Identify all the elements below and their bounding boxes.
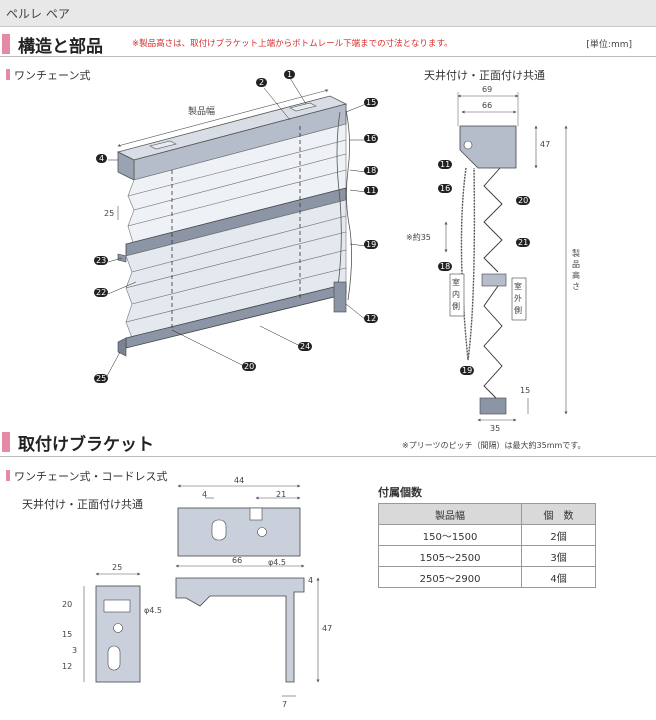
sub-heading-common: 天井付け・正面付け共通 bbox=[424, 69, 545, 82]
bottom-rail-section bbox=[479, 397, 507, 415]
dim-12: 12 bbox=[62, 662, 73, 671]
callout-24: 24 bbox=[298, 342, 313, 351]
callout-15: 15 bbox=[364, 98, 379, 107]
callout-11: 11 bbox=[364, 186, 379, 195]
dim-15: 15 bbox=[520, 386, 531, 395]
table-cell: 3個 bbox=[521, 545, 596, 567]
label-outdoor: 室外側 bbox=[514, 282, 522, 315]
table-cell: 2505〜2900 bbox=[377, 566, 523, 588]
section-bracket-title: 取付けブラケット bbox=[18, 435, 154, 455]
divider-2 bbox=[0, 456, 656, 457]
label-common: 天井付け・正面付け共通 bbox=[22, 498, 143, 511]
callout-side-21: 21 bbox=[516, 238, 531, 247]
callout-16: 16 bbox=[364, 134, 379, 143]
dim-69: 69 bbox=[482, 85, 493, 94]
callout-25: 25 bbox=[94, 374, 109, 383]
sub-heading-one-chain: ワンチェーン式 bbox=[6, 67, 90, 82]
side-section-drawing bbox=[444, 92, 568, 422]
callout-4: 4 bbox=[96, 154, 108, 163]
height-note: ※製品高さは、取付けブラケット上端からボトムレール下端までの寸法となります。 bbox=[132, 39, 453, 49]
table-header-width: 製品幅 bbox=[377, 503, 523, 525]
table-cell: 150〜1500 bbox=[377, 524, 523, 546]
table-cell: 4個 bbox=[521, 566, 596, 588]
label-pitch-25: 25 bbox=[104, 209, 115, 218]
sub-heading-bracket: ワンチェーン式・コードレス式 bbox=[6, 468, 167, 483]
callout-side-20: 20 bbox=[516, 196, 531, 205]
callout-18: 18 bbox=[364, 166, 379, 175]
table-header-row: 製品幅 個 数 bbox=[377, 503, 596, 525]
unit-label: [単位:mm] bbox=[586, 40, 632, 50]
dim-47-bracket: 47 bbox=[322, 624, 333, 633]
callout-12: 12 bbox=[364, 314, 379, 323]
dim-21: 21 bbox=[276, 490, 287, 499]
dim-3: 3 bbox=[72, 646, 78, 655]
dim-66-bracket: 66 bbox=[232, 556, 243, 565]
dim-25: 25 bbox=[112, 563, 123, 572]
page-title: ペルレ ペア bbox=[6, 7, 70, 21]
dim-20: 20 bbox=[62, 600, 73, 609]
callout-23: 23 bbox=[94, 256, 109, 265]
dim-7: 7 bbox=[282, 700, 288, 709]
label-product-height: 製品高さ bbox=[572, 249, 580, 291]
dim-47: 47 bbox=[540, 140, 551, 149]
callout-side-16: 16 bbox=[438, 184, 453, 193]
operating-chain bbox=[335, 109, 352, 301]
chain-weight bbox=[333, 281, 347, 313]
accessory-table: 製品幅 個 数 150〜1500 2個 1505〜2500 3個 2505〜29… bbox=[377, 503, 596, 588]
table-row: 2505〜2900 4個 bbox=[377, 566, 596, 588]
dim-15-bracket: 15 bbox=[62, 630, 73, 639]
dim-4-side: 4 bbox=[308, 576, 314, 585]
divider bbox=[0, 56, 656, 57]
callout-2: 2 bbox=[256, 78, 268, 87]
callout-1: 1 bbox=[284, 70, 296, 79]
dim-66: 66 bbox=[482, 101, 493, 110]
label-product-width: 製品幅 bbox=[188, 107, 216, 117]
callout-22: 22 bbox=[94, 288, 109, 297]
bracket-drawings bbox=[83, 484, 320, 697]
accessory-title: 付属個数 bbox=[378, 486, 422, 499]
table-header-count: 個 数 bbox=[521, 503, 596, 525]
lower-pleats bbox=[125, 199, 347, 339]
callout-side-19: 19 bbox=[460, 366, 475, 375]
table-row: 1505〜2500 3個 bbox=[377, 545, 596, 567]
label-indoor: 室内側 bbox=[452, 278, 460, 311]
callout-20: 20 bbox=[242, 362, 257, 371]
callout-side-18: 18 bbox=[438, 262, 453, 271]
dim-phi45-top: φ4.5 bbox=[268, 558, 286, 567]
dim-4: 4 bbox=[202, 490, 208, 499]
top-bar: ペルレ ペア bbox=[0, 0, 656, 27]
middle-rail-section bbox=[481, 273, 507, 287]
callout-19: 19 bbox=[364, 240, 379, 249]
dim-35: 35 bbox=[490, 424, 501, 433]
section-structure-title: 構造と部品 bbox=[18, 37, 103, 57]
table-cell: 2個 bbox=[521, 524, 596, 546]
pitch-note: ※プリーツのピッチ（間隔）は最大約35mmです。 bbox=[402, 441, 586, 450]
heading-accent-bar-2 bbox=[2, 432, 10, 452]
dim-phi45-front: φ4.5 bbox=[144, 606, 162, 615]
table-row: 150〜1500 2個 bbox=[377, 524, 596, 546]
table-cell: 1505〜2500 bbox=[377, 545, 523, 567]
dim-approx35: ※約35 bbox=[406, 233, 431, 242]
dim-44: 44 bbox=[234, 476, 245, 485]
callout-side-11: 11 bbox=[438, 160, 453, 169]
blind-isometric-drawing bbox=[116, 89, 352, 357]
heading-accent-bar bbox=[2, 34, 10, 54]
